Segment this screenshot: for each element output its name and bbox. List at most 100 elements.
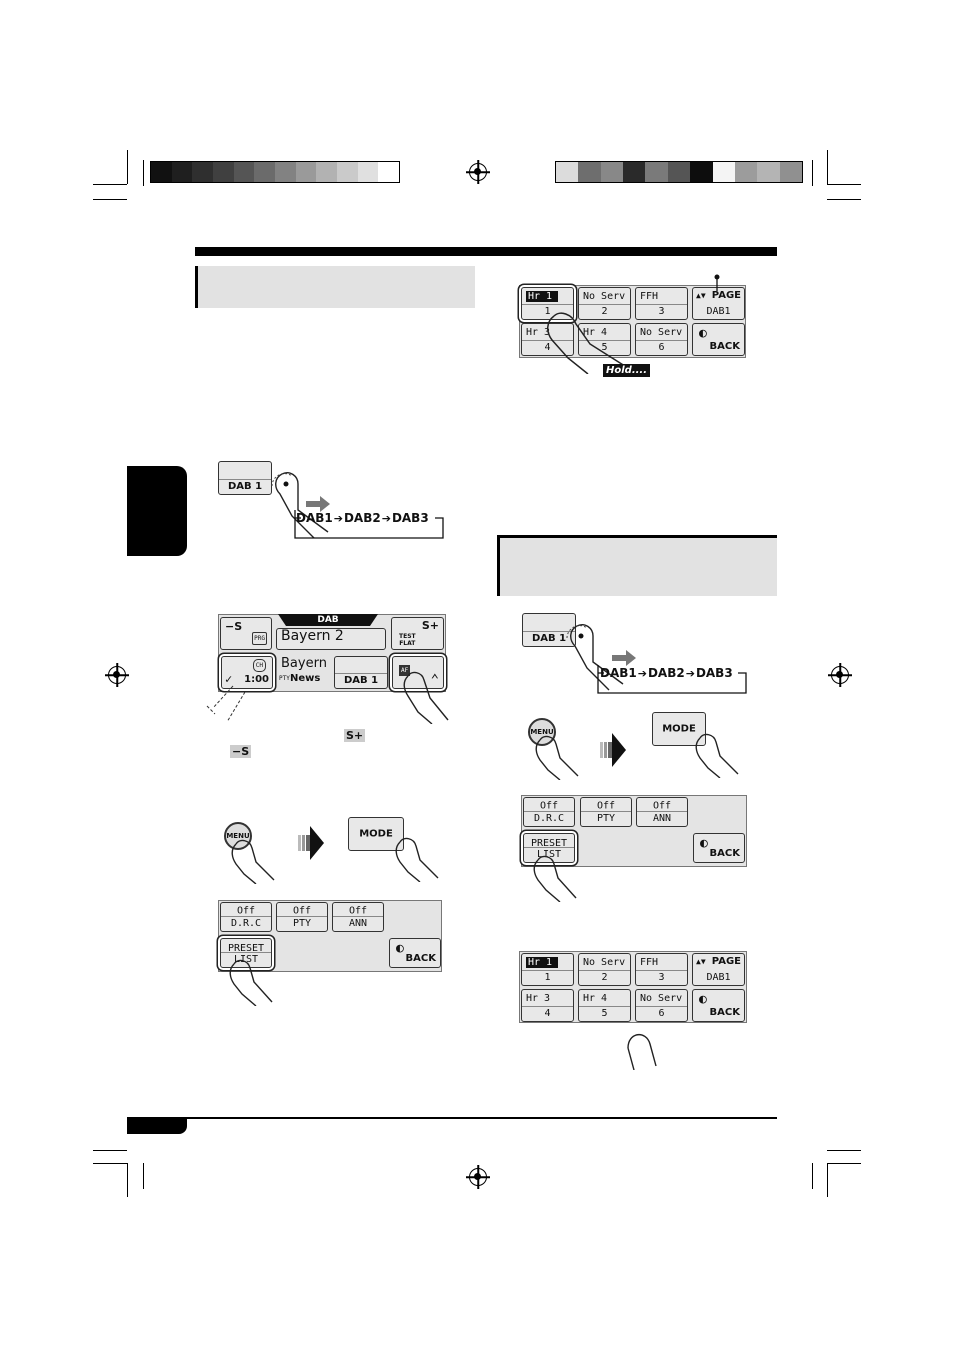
section-heading-box-left bbox=[195, 266, 475, 308]
band-button[interactable]: DAB 1 bbox=[218, 461, 272, 495]
color-swatch bbox=[295, 162, 317, 182]
back-label: BACK bbox=[709, 1007, 740, 1018]
preset-number: 1 bbox=[522, 304, 573, 317]
preset-number: 3 bbox=[636, 304, 687, 317]
prg-tag: PRG bbox=[252, 632, 267, 645]
band-indicator-button[interactable]: DAB 1 bbox=[334, 656, 388, 689]
cycle-bracket bbox=[597, 665, 747, 694]
list-label: LIST bbox=[221, 952, 271, 965]
flat-label: FLAT bbox=[399, 640, 416, 647]
chevron-up-icon: ⌃ bbox=[430, 672, 439, 688]
mode-button[interactable]: MODE bbox=[652, 712, 706, 746]
drc-value: Off bbox=[539, 800, 559, 812]
color-swatch bbox=[151, 162, 172, 182]
menu-knob[interactable]: MENU bbox=[528, 718, 556, 746]
finger-press-icon bbox=[533, 855, 577, 902]
color-swatch bbox=[734, 162, 758, 182]
back-button[interactable]: ◐BACK bbox=[692, 323, 745, 356]
menu-knob[interactable]: MENU bbox=[224, 822, 252, 850]
page-band: DAB1 bbox=[706, 306, 731, 317]
pty-value: News bbox=[290, 673, 321, 684]
crop-mark bbox=[827, 184, 861, 185]
preset-button[interactable]: Hr 4 5 bbox=[578, 989, 631, 1022]
mode-button[interactable]: MODE bbox=[348, 817, 404, 851]
service-name-display: Bayern 2 bbox=[276, 628, 386, 650]
band-button[interactable]: DAB 1 bbox=[522, 613, 576, 647]
preset-name-line: Hr 3 bbox=[526, 993, 550, 1004]
color-swatch bbox=[712, 162, 735, 182]
preset-name-line: Hr 3 bbox=[526, 327, 550, 338]
sequence-item: DAB1 bbox=[600, 666, 637, 680]
preset-name-line: No Serv bbox=[640, 327, 682, 338]
preset-name-line: Hr 1 bbox=[526, 291, 559, 302]
ann-value: Off bbox=[348, 905, 368, 917]
preset-name: Hr 4 bbox=[583, 993, 608, 1004]
seek-plus-button[interactable]: S+ TEST FLAT bbox=[391, 617, 444, 650]
crop-mark bbox=[127, 150, 128, 184]
preset-name: Hr 1 bbox=[526, 291, 559, 302]
preset-button[interactable]: FFH 3 bbox=[635, 287, 688, 320]
ann-button[interactable]: Off ANN bbox=[636, 797, 688, 827]
preset-name: No Serv bbox=[583, 957, 626, 968]
sequence-item: DAB1 bbox=[296, 511, 333, 525]
large-right-arrow-icon bbox=[600, 733, 626, 767]
back-button[interactable]: ◐ BACK bbox=[389, 938, 441, 968]
color-swatch bbox=[233, 162, 255, 182]
pty-button[interactable]: Off PTY bbox=[580, 797, 632, 827]
seek-minus-button[interactable]: −S PRG bbox=[220, 617, 272, 650]
page-button[interactable]: ▲▼ PAGE DAB1 bbox=[692, 287, 745, 320]
pty-tag: PTY bbox=[279, 675, 290, 682]
back-button[interactable]: ◐ BACK bbox=[693, 833, 745, 863]
color-swatch bbox=[578, 162, 601, 182]
cycle-bracket bbox=[294, 510, 444, 539]
drc-button[interactable]: Off D.R.C bbox=[523, 797, 575, 827]
registration-mark-icon bbox=[469, 1168, 487, 1186]
color-swatch bbox=[623, 162, 646, 182]
crop-mark bbox=[93, 1150, 127, 1151]
ensemble-name: Bayern bbox=[281, 656, 327, 671]
color-swatch bbox=[337, 162, 358, 182]
ann-label: ANN bbox=[637, 811, 687, 824]
knob-icon: ◐ bbox=[699, 992, 707, 1007]
preset-number: 5 bbox=[579, 1006, 630, 1019]
color-swatch bbox=[779, 162, 802, 182]
preset-name: Hr 4 bbox=[583, 327, 608, 338]
preset-name: Hr 1 bbox=[526, 957, 559, 968]
channel-down-button[interactable]: ✓ CH 1:00 bbox=[221, 656, 273, 689]
color-swatch bbox=[213, 162, 234, 182]
pty-label: PTY bbox=[277, 916, 327, 929]
up-down-arrow-icon: ▲▼ bbox=[696, 291, 706, 300]
finger-press-icon bbox=[547, 312, 629, 374]
list-label: LIST bbox=[524, 847, 574, 860]
band-indicator-label: DAB 1 bbox=[335, 673, 387, 686]
knob-icon: ◐ bbox=[396, 941, 404, 956]
band-button-label: DAB 1 bbox=[219, 479, 271, 492]
preset-name: FFH bbox=[640, 291, 659, 302]
preset-name: Hr 3 bbox=[526, 993, 551, 1004]
drc-button[interactable]: Off D.R.C bbox=[220, 902, 272, 932]
preset-name: FFH bbox=[640, 957, 659, 968]
page-label: PAGE bbox=[711, 290, 741, 301]
ann-label: ANN bbox=[333, 916, 383, 929]
preset-list-button[interactable]: PRESET LIST bbox=[220, 938, 272, 968]
crop-mark bbox=[827, 199, 861, 200]
pty-button[interactable]: Off PTY bbox=[276, 902, 328, 932]
chevron-down-icon: ✓ bbox=[225, 672, 233, 686]
back-button[interactable]: ◐BACK bbox=[692, 989, 745, 1022]
preset-button[interactable]: No Serv 2 bbox=[578, 953, 631, 986]
finger-press-icon bbox=[271, 472, 329, 539]
ann-button[interactable]: Off ANN bbox=[332, 902, 384, 932]
color-swatch bbox=[357, 162, 379, 182]
preset-number: 2 bbox=[579, 970, 630, 983]
drc-label: D.R.C bbox=[524, 811, 574, 824]
pointer-line bbox=[714, 274, 720, 291]
large-right-arrow-icon bbox=[298, 826, 324, 860]
color-swatch bbox=[690, 162, 713, 182]
